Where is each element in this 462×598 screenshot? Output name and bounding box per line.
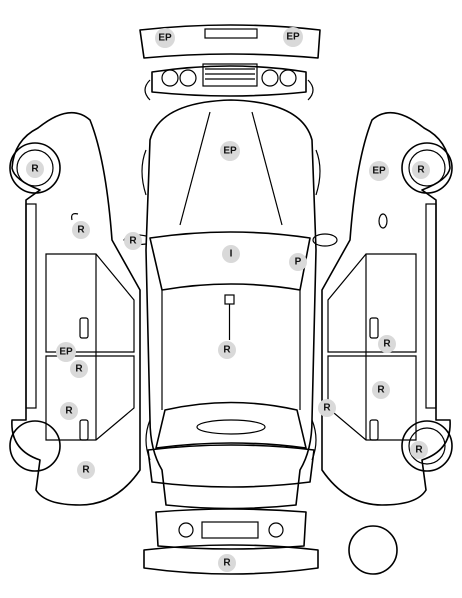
marker-roof[interactable]: R (218, 341, 236, 359)
marker-right-front-wheel[interactable]: R (412, 161, 430, 179)
svg-text:R: R (65, 406, 73, 417)
svg-text:R: R (75, 364, 83, 375)
svg-text:R: R (323, 403, 331, 414)
marker-rear-bumper[interactable]: R (218, 554, 236, 572)
marker-left-rear-door[interactable]: R (70, 360, 88, 378)
marker-right-rear-door[interactable]: R (372, 381, 390, 399)
marker-left-rear-door-lower[interactable]: R (60, 402, 78, 420)
front-bumper (139, 24, 321, 59)
car-body-top (123, 99, 338, 510)
car-body-right-side (321, 111, 453, 506)
svg-text:EP: EP (372, 166, 386, 177)
marker-left-mirror[interactable]: R (124, 232, 142, 250)
svg-text:EP: EP (59, 347, 73, 358)
front-grille (144, 63, 314, 101)
rear-panel (143, 508, 319, 575)
svg-text:EP: EP (158, 33, 172, 44)
svg-text:R: R (223, 345, 231, 356)
marker-left-fender[interactable]: R (72, 221, 90, 239)
marker-hood[interactable]: EP (220, 141, 240, 161)
marker-front-left-ep[interactable]: EP (155, 28, 175, 48)
car-body-left-side (9, 111, 141, 506)
marker-right-fender[interactable]: EP (369, 161, 389, 181)
marker-left-quarter[interactable]: R (77, 461, 95, 479)
marker-right-front-door[interactable]: R (378, 335, 396, 353)
marker-windshield[interactable]: I (222, 245, 240, 263)
svg-text:EP: EP (223, 146, 237, 157)
spare-wheel (348, 525, 398, 575)
svg-text:R: R (31, 164, 39, 175)
svg-text:P: P (295, 257, 302, 268)
marker-right-quarter[interactable]: R (318, 399, 336, 417)
svg-text:R: R (415, 445, 423, 456)
svg-text:R: R (129, 236, 137, 247)
marker-left-front-wheel[interactable]: R (26, 160, 44, 178)
svg-text:EP: EP (286, 32, 300, 43)
svg-text:R: R (383, 339, 391, 350)
svg-text:R: R (77, 225, 85, 236)
marker-right-rear-wheel[interactable]: R (410, 441, 428, 459)
marker-front-right-ep[interactable]: EP (283, 27, 303, 47)
marker-left-rocker-ep[interactable]: EP (56, 342, 76, 362)
marker-right-mirror[interactable]: P (289, 253, 307, 271)
svg-text:R: R (223, 558, 231, 569)
svg-text:R: R (82, 465, 90, 476)
svg-text:R: R (377, 385, 385, 396)
svg-text:R: R (417, 165, 425, 176)
svg-text:I: I (230, 249, 233, 260)
